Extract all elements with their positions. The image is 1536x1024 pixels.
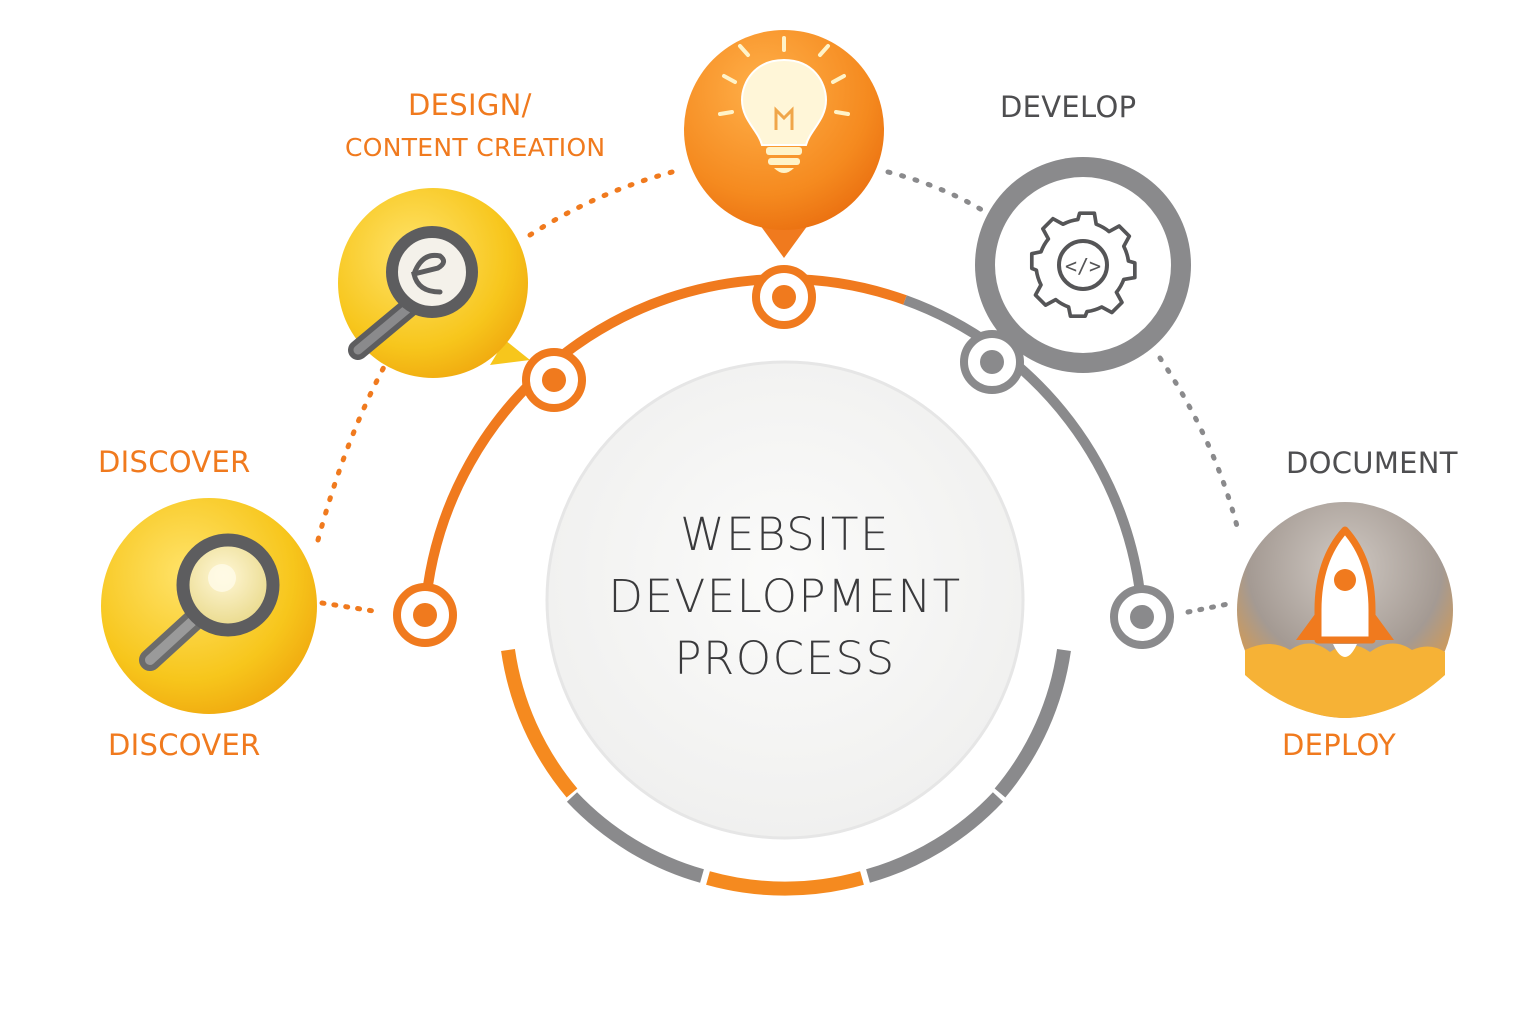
node-idea <box>752 265 816 329</box>
discover-label-bottom: DISCOVER <box>108 728 261 762</box>
discover-badge <box>101 498 317 714</box>
center-title-line-3: PROCESS <box>674 632 896 685</box>
center-title-line-1: WEBSITE <box>680 508 890 561</box>
node-design <box>522 348 586 412</box>
idea-badge <box>684 30 884 258</box>
node-deploy <box>1110 585 1174 649</box>
rocket-icon <box>1296 526 1394 657</box>
lower-ring-orange-bottom <box>706 871 864 896</box>
svg-text:</>: </> <box>1065 254 1101 278</box>
node-discover <box>393 583 457 647</box>
design-label: DESIGN/ <box>408 88 532 122</box>
lightbulb-icon <box>718 36 850 173</box>
develop-badge: </> <box>975 157 1191 373</box>
magnifier-icon <box>348 226 478 360</box>
discover-label-top: DISCOVER <box>98 445 251 479</box>
connector-discover <box>319 600 383 615</box>
develop-label: DEVELOP <box>1000 90 1137 124</box>
center-circle <box>545 360 1025 840</box>
connector-discover-design <box>315 362 388 543</box>
main-arc-gray <box>903 295 1147 613</box>
lower-ring-orange-left <box>501 649 578 798</box>
connector-develop-document <box>1157 355 1241 533</box>
center-title-line-2: DEVELOPMENT <box>608 570 962 623</box>
lower-ring-gray-right <box>866 792 1004 883</box>
gear-code-icon: </> <box>1029 211 1137 319</box>
content-creation-label: CONTENT CREATION <box>345 133 606 162</box>
lower-ring-gray-right-upper <box>994 649 1071 798</box>
connector-design-idea <box>527 167 683 238</box>
document-label: DOCUMENT <box>1286 446 1458 480</box>
deploy-label: DEPLOY <box>1282 728 1397 762</box>
deploy-badge <box>1237 502 1453 718</box>
lower-ring-gray-left <box>566 792 704 883</box>
magnifier-icon <box>139 533 280 671</box>
connector-idea-develop <box>885 169 985 213</box>
node-develop <box>960 330 1024 394</box>
connector-deploy <box>1185 601 1231 615</box>
design-badge <box>338 188 530 378</box>
